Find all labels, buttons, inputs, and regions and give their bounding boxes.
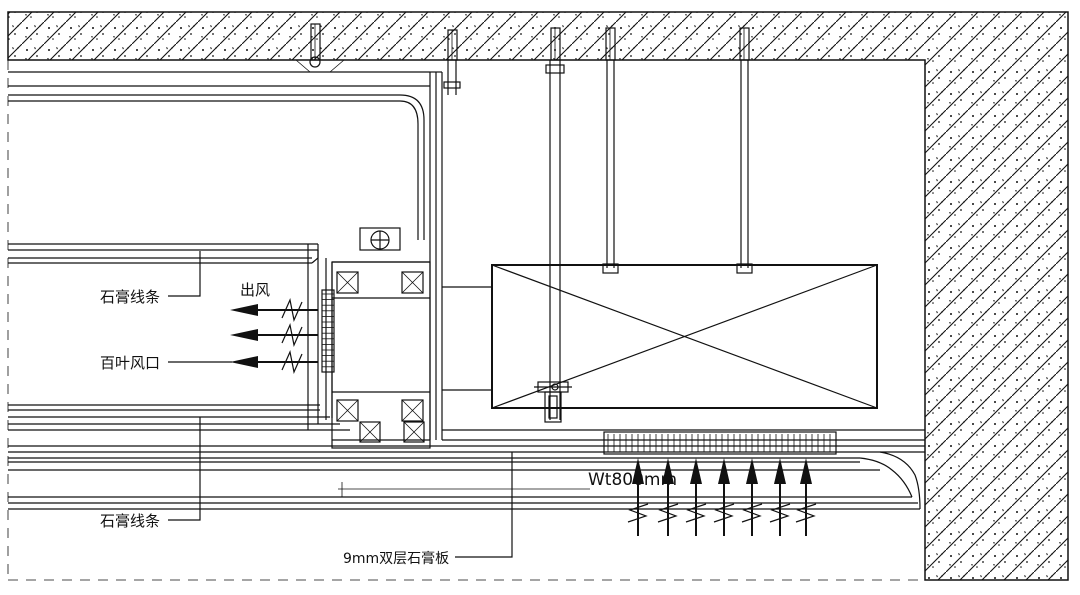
anchor-bolts <box>309 23 750 68</box>
duct-connection <box>442 286 492 391</box>
air-out-arrow <box>230 323 318 347</box>
block-box-1 <box>336 271 359 294</box>
air-out-arrow <box>230 298 318 322</box>
labels: 石膏线条 出风 百叶风口 石膏线条 9mm双层石膏板 Wt800mm <box>100 281 677 567</box>
anchor-bolt-3 <box>550 27 561 61</box>
return-air-arrow <box>657 458 679 536</box>
return-air-arrow <box>627 458 649 536</box>
anchor-bolt-4 <box>605 27 616 61</box>
block-box-5 <box>359 421 381 443</box>
anchor-bolt-5 <box>739 27 750 61</box>
frame-border <box>7 60 925 581</box>
label-double-gypsum-board: 9mm双层石膏板 <box>343 550 449 567</box>
return-air-arrow <box>769 458 791 536</box>
pipe-symbol <box>359 227 401 251</box>
label-louver-vent: 百叶风口 <box>100 354 160 372</box>
return-air-arrows <box>627 458 817 536</box>
louver-frame <box>321 289 335 373</box>
block-box-4 <box>401 399 424 422</box>
ceiling-boards <box>8 429 925 510</box>
block-box-2 <box>401 271 424 294</box>
return-grille <box>603 431 837 455</box>
return-air-arrow <box>685 458 707 536</box>
return-grille-frame <box>603 431 837 455</box>
block-box-3 <box>336 399 359 422</box>
hanger-bracket <box>534 381 572 423</box>
anchor-bolt-1 <box>309 23 321 68</box>
anchor-bolt-2 <box>447 29 458 61</box>
label-dimension: Wt800mm <box>588 470 677 490</box>
fan-coil-unit <box>491 264 878 409</box>
blocking-boxes <box>336 271 425 443</box>
vent-frame <box>307 244 431 449</box>
air-out-arrows <box>230 298 318 374</box>
return-air-arrow <box>795 458 817 536</box>
return-air-arrow <box>713 458 735 536</box>
label-air-out: 出风 <box>240 281 270 299</box>
concrete-structure <box>7 11 1069 581</box>
plaster-cornice-lower <box>8 404 350 431</box>
block-box-6 <box>403 421 425 443</box>
label-plaster-line-top: 石膏线条 <box>100 288 160 306</box>
hanger-rods <box>443 60 753 420</box>
return-air-arrow <box>741 458 763 536</box>
air-out-arrow <box>230 350 318 374</box>
side-louver-grille <box>321 289 335 373</box>
leader-lines <box>168 251 513 558</box>
label-plaster-line-bottom: 石膏线条 <box>100 512 160 530</box>
plaster-cornice-upper <box>8 243 319 264</box>
